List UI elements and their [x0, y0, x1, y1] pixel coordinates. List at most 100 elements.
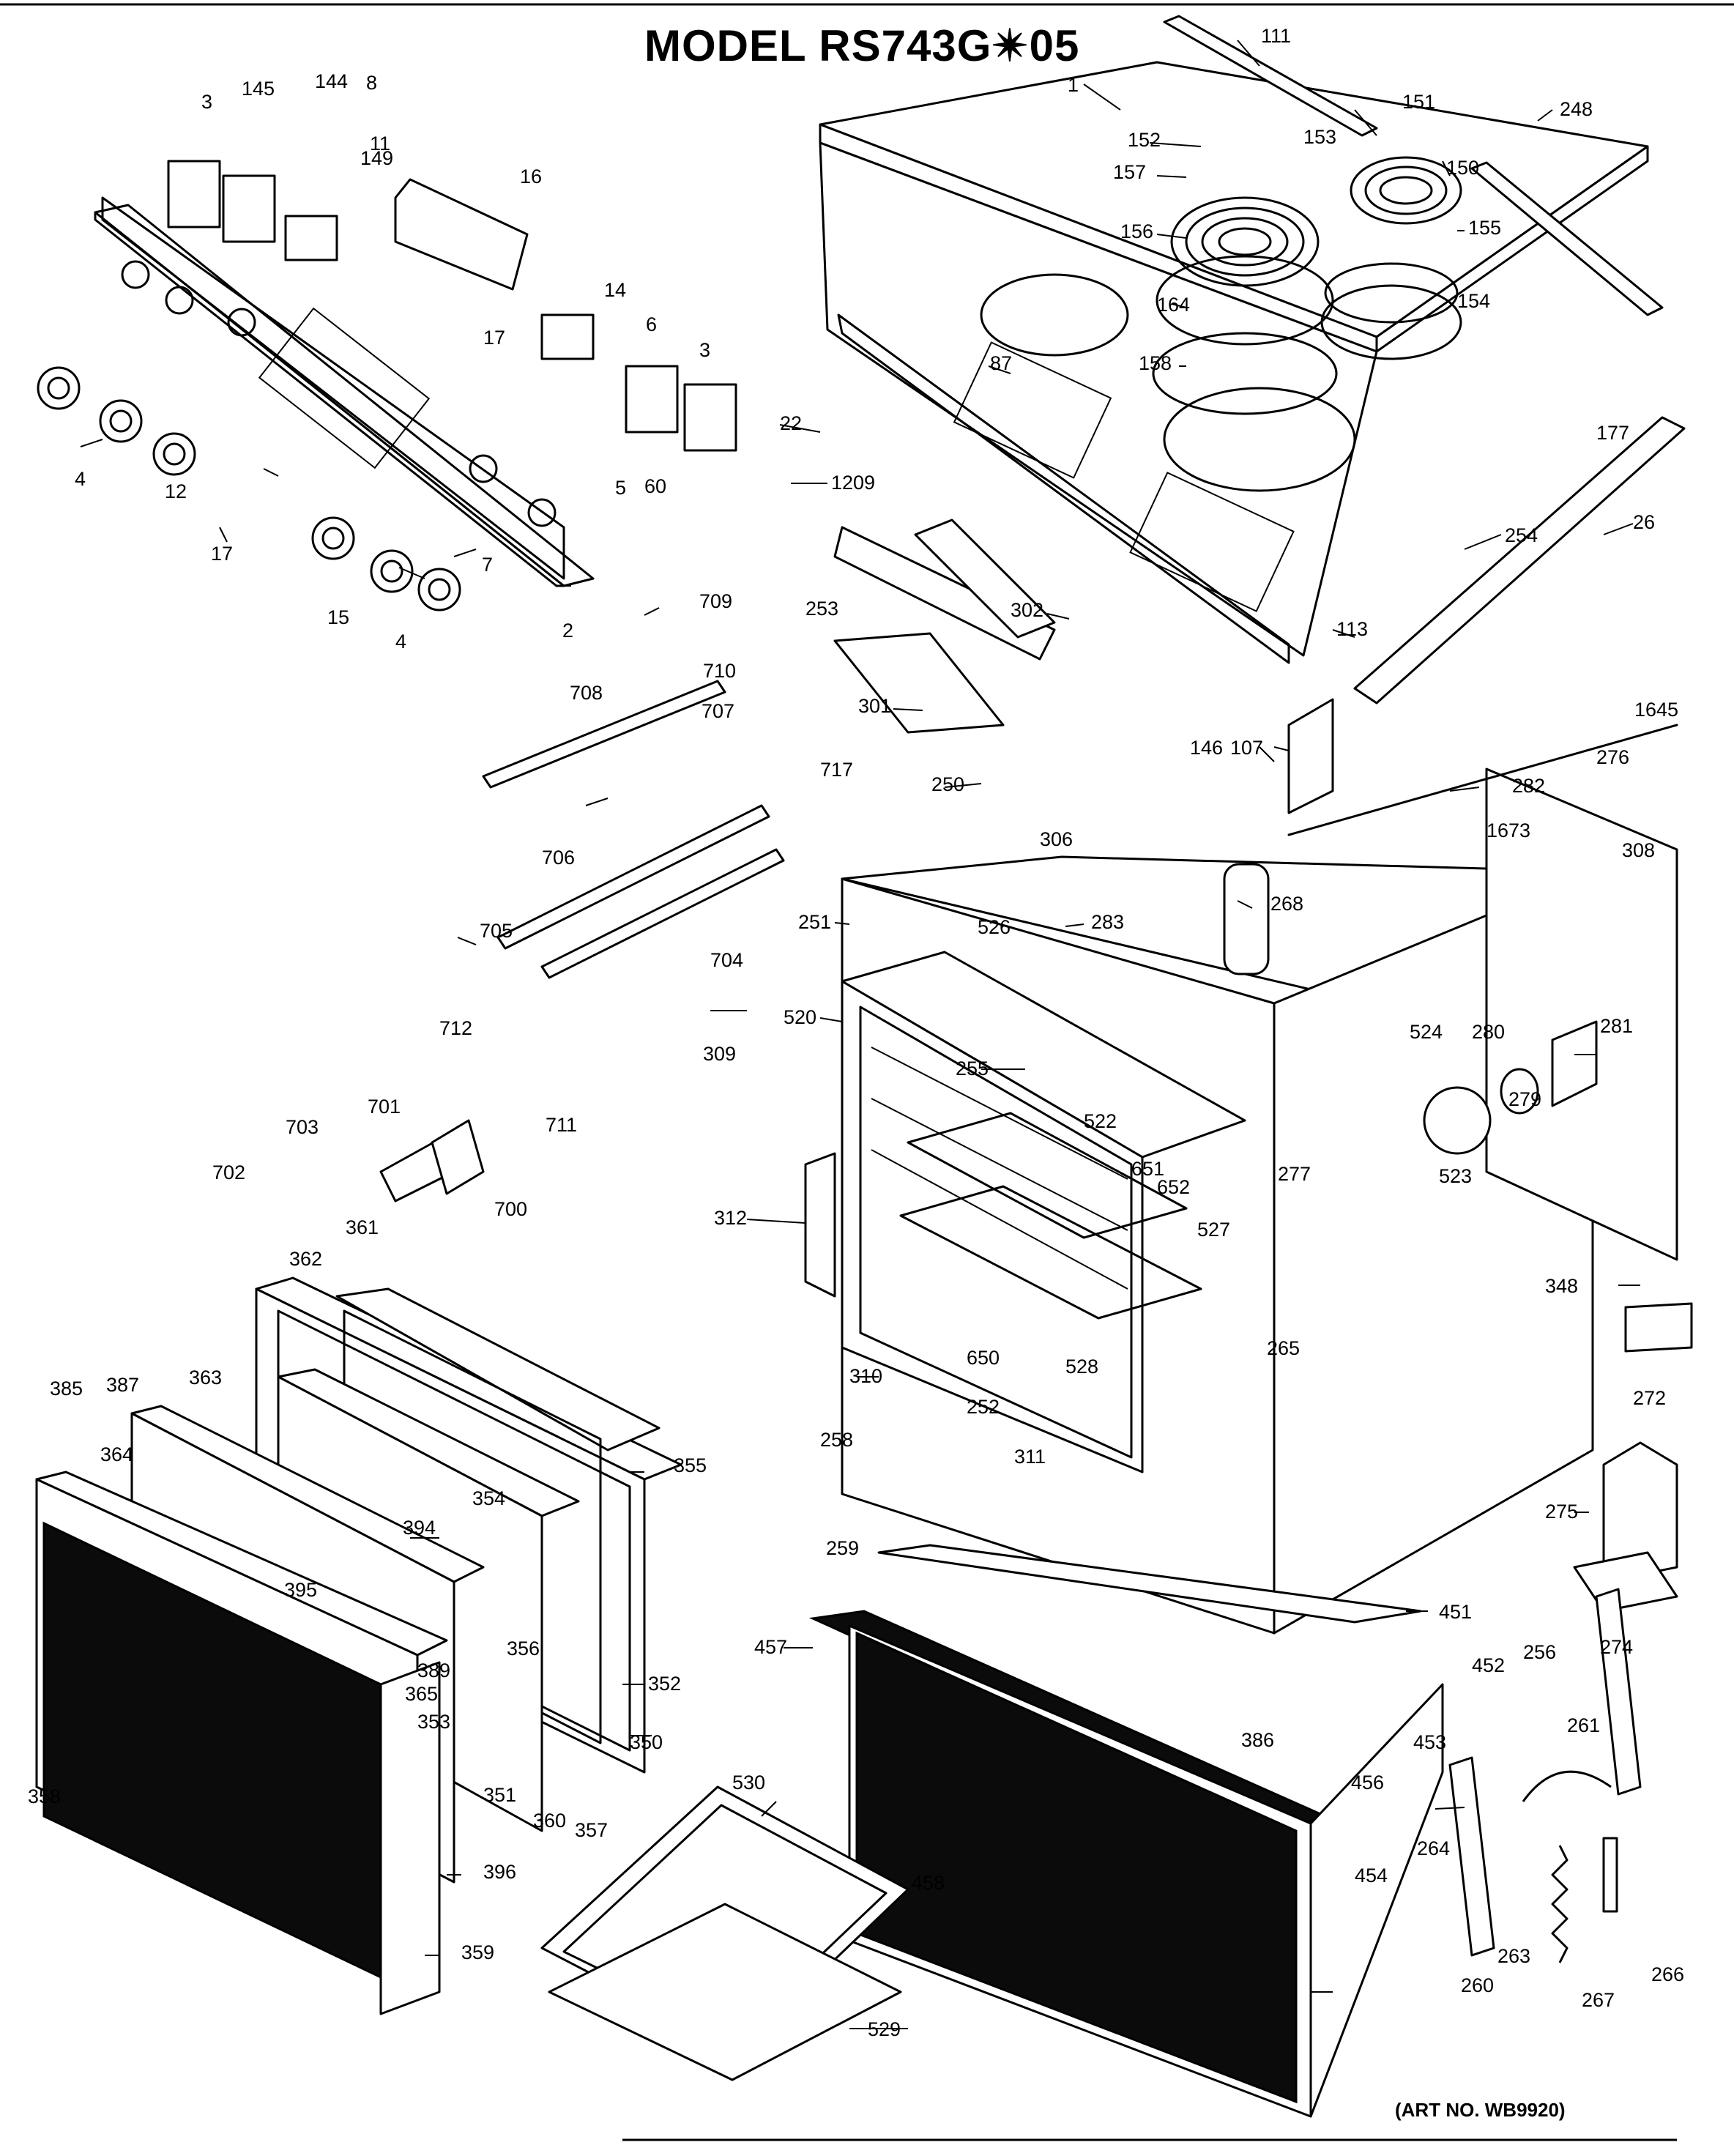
callout-264: 264	[1417, 1837, 1450, 1859]
callout-701: 701	[368, 1096, 401, 1118]
callout-15: 15	[327, 606, 349, 628]
callout-279: 279	[1508, 1088, 1541, 1110]
side-panel-312	[804, 1152, 836, 1298]
callout-261: 261	[1567, 1714, 1600, 1736]
callout-395: 395	[284, 1579, 317, 1601]
callout-360: 360	[533, 1810, 566, 1832]
callout-364: 364	[100, 1443, 133, 1465]
callout-155: 155	[1468, 217, 1501, 239]
callout-456: 456	[1351, 1772, 1384, 1793]
callout-153: 153	[1303, 126, 1336, 148]
switch-3d	[683, 383, 737, 452]
callout-526: 526	[978, 916, 1011, 938]
callout-7: 7	[482, 554, 493, 576]
switch-3b	[222, 174, 276, 243]
callout-350: 350	[630, 1731, 663, 1753]
hinge-260	[1448, 1756, 1495, 1957]
callout-277: 277	[1278, 1163, 1311, 1185]
callout-3b: 3	[699, 339, 710, 361]
bulb-280	[1500, 1068, 1539, 1115]
latch-body-700	[431, 1119, 485, 1195]
callout-154: 154	[1457, 290, 1490, 312]
callout-22: 22	[780, 412, 802, 434]
rack-guide-706	[482, 680, 726, 789]
broiler-pan	[540, 1785, 909, 2081]
callout-labels: 1 111 151 248 152 153 157 150 156 155 16…	[28, 25, 1684, 2040]
callout-704: 704	[710, 949, 743, 971]
surface-unit-large	[1152, 196, 1338, 415]
callout-14: 14	[604, 279, 626, 301]
callout-283: 283	[1091, 911, 1124, 933]
callout-107: 107	[1230, 737, 1263, 759]
art-number: (ART NO. WB9920)	[1395, 2099, 1566, 2121]
callout-144: 144	[315, 70, 348, 92]
side-trim-26	[1353, 416, 1686, 705]
surface-unit-small	[1324, 156, 1462, 324]
knob-12	[152, 432, 196, 476]
callout-352: 352	[648, 1673, 681, 1695]
callout-452: 452	[1472, 1654, 1505, 1676]
callout-251: 251	[798, 911, 831, 933]
callout-152: 152	[1128, 129, 1161, 151]
callout-348: 348	[1545, 1275, 1578, 1297]
callout-302: 302	[1011, 599, 1043, 621]
callout-394: 394	[403, 1517, 436, 1539]
callout-3a: 3	[201, 91, 212, 113]
callout-528: 528	[1065, 1356, 1098, 1378]
switch-3a	[167, 160, 221, 228]
callout-111: 111	[1261, 25, 1291, 47]
knob-15	[311, 516, 355, 560]
callout-156: 156	[1120, 220, 1153, 242]
trim-strip-right	[1470, 161, 1664, 316]
callout-256: 256	[1523, 1641, 1556, 1663]
callout-361: 361	[346, 1216, 379, 1238]
callout-145: 145	[242, 78, 275, 100]
callout-396: 396	[483, 1861, 516, 1883]
model-title: MODEL RS743G✴05	[644, 21, 1080, 70]
callout-263: 263	[1497, 1945, 1530, 1967]
callout-385: 385	[50, 1378, 83, 1399]
callout-308: 308	[1622, 839, 1655, 861]
callout-451: 451	[1439, 1601, 1472, 1623]
callout-252: 252	[967, 1396, 1000, 1418]
callout-253: 253	[805, 598, 838, 620]
callout-311: 311	[1014, 1446, 1046, 1468]
callout-11: 11	[370, 133, 390, 155]
callout-527: 527	[1197, 1219, 1230, 1241]
callout-458: 458	[912, 1872, 945, 1894]
knob-4d	[417, 568, 461, 612]
callout-6: 6	[646, 313, 657, 335]
hinge-arm	[1522, 1770, 1612, 1802]
callout-248: 248	[1560, 98, 1593, 120]
callout-275: 275	[1545, 1501, 1578, 1523]
hinge-261	[1595, 1588, 1642, 1796]
callout-710: 710	[703, 660, 736, 682]
oven-rack-652	[899, 1185, 1202, 1320]
callout-254: 254	[1505, 524, 1538, 546]
callout-258: 258	[820, 1429, 853, 1451]
storage-drawer	[808, 1544, 1444, 2118]
callout-312: 312	[714, 1207, 747, 1229]
callout-177: 177	[1596, 422, 1629, 444]
callout-359: 359	[461, 1941, 494, 1963]
callout-529: 529	[868, 2018, 901, 2040]
callout-652: 652	[1157, 1176, 1190, 1198]
callout-1673: 1673	[1486, 819, 1530, 841]
callout-17b: 17	[211, 543, 233, 565]
callout-26: 26	[1633, 511, 1655, 533]
callout-717: 717	[820, 759, 853, 781]
callout-530: 530	[732, 1772, 765, 1793]
callout-355: 355	[674, 1454, 707, 1476]
callout-268: 268	[1270, 893, 1303, 915]
callout-358: 358	[28, 1785, 61, 1807]
callout-453: 453	[1413, 1731, 1446, 1753]
callout-267: 267	[1582, 1989, 1615, 2011]
callout-17a: 17	[483, 327, 505, 349]
callout-276: 276	[1596, 746, 1629, 768]
callout-712: 712	[439, 1017, 472, 1039]
callout-164: 164	[1157, 294, 1190, 316]
callout-650: 650	[967, 1347, 1000, 1369]
callout-157: 157	[1113, 161, 1146, 183]
knob-4b	[99, 399, 143, 443]
